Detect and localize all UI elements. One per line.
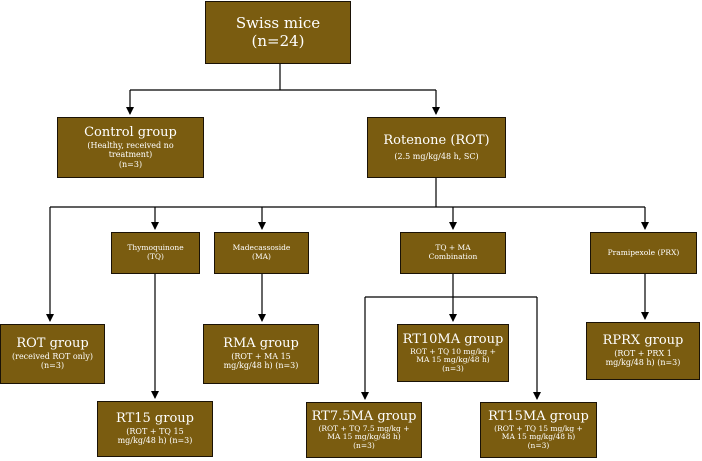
madeca-line-2: (MA) (252, 252, 271, 261)
rt15-desc-1: (ROT + TQ 15 (126, 427, 184, 437)
rt15-node: RT15 group (ROT + TQ 15 mg/kg/48 h) (n=3… (97, 401, 213, 457)
control-node: Control group (Healthy, received no trea… (57, 117, 204, 178)
rt15ma-count: (n=3) (527, 440, 550, 450)
thymo-line-1: Thymoquinone (127, 243, 184, 253)
prami-line-1: Pramipexole (PRX) (607, 247, 680, 257)
rprx-desc-2: mg/kg/48 h) (n=3) (605, 358, 681, 368)
rt10ma-node: RT10MA group ROT + TQ 10 mg/kg + MA 15 m… (397, 324, 509, 382)
rt15-title: RT15 group (116, 411, 194, 427)
rt10ma-desc-2: MA 15 mg/kg/48 h) (416, 355, 490, 365)
control-count: (n=3) (118, 159, 143, 169)
rotenone-desc: (2.5 mg/kg/48 h, SC) (394, 151, 479, 161)
rt75ma-desc-2: MA 15 mg/kg/48 h) (327, 432, 401, 442)
root-count: (n=24) (251, 31, 305, 50)
combo-line-2: Combination (428, 252, 478, 261)
rt15ma-title: RT15MA group (488, 408, 589, 424)
rt10ma-title: RT10MA group (402, 331, 504, 347)
control-desc-1: (Healthy, received no (87, 141, 174, 151)
rt75ma-node: RT7.5MA group (ROT + TQ 7.5 mg/kg + MA 1… (306, 402, 422, 458)
rotenone-title: Rotenone (ROT) (383, 132, 490, 148)
rt15ma-desc-1: (ROT + TQ 15 mg/kg + (494, 423, 583, 433)
rma-node: RMA group (ROT + MA 15 mg/kg/48 h) (n=3) (203, 324, 319, 384)
combo-line-1: TQ + MA (435, 243, 471, 253)
rot-group-desc: (received ROT only) (12, 352, 93, 362)
rotenone-node: Rotenone (ROT) (2.5 mg/kg/48 h, SC) (367, 117, 506, 178)
rma-title: RMA group (223, 336, 299, 352)
rot-group-node: ROT group (received ROT only) (n=3) (0, 324, 105, 384)
rot-group-count: (n=3) (40, 361, 65, 371)
rt75ma-title: RT7.5MA group (311, 408, 417, 424)
control-title: Control group (84, 125, 177, 141)
prami-node: Pramipexole (PRX) (590, 232, 697, 274)
rt75ma-count: (n=3) (353, 440, 375, 450)
rma-desc-2: mg/kg/48 h) (n=3) (223, 361, 299, 371)
madeca-node: Madecassoside (MA) (214, 232, 309, 274)
rt15ma-desc-2: MA 15 mg/kg/48 h) (501, 432, 576, 442)
combo-node: TQ + MA Combination (400, 232, 506, 274)
thymo-node: Thymoquinone (TQ) (111, 232, 200, 274)
thymo-line-2: (TQ) (146, 252, 164, 261)
rprx-desc-1: (ROT + PRX 1 (614, 349, 672, 359)
madeca-line-1: Madecassoside (232, 243, 291, 253)
rt15-desc-2: mg/kg/48 h) (n=3) (117, 436, 193, 446)
root-node: Swiss mice (n=24) (205, 1, 351, 64)
rt10ma-count: (n=3) (442, 363, 464, 373)
rot-group-title: ROT group (16, 336, 89, 352)
rt10ma-desc-1: ROT + TQ 10 mg/kg + (410, 346, 496, 356)
rprx-node: RPRX group (ROT + PRX 1 mg/kg/48 h) (n=3… (586, 322, 700, 380)
root-title: Swiss mice (235, 14, 321, 33)
rt75ma-desc-1: (ROT + TQ 7.5 mg/kg + (318, 423, 410, 433)
rprx-title: RPRX group (602, 333, 684, 349)
control-desc-2: treatment) (108, 150, 153, 160)
rma-desc-1: (ROT + MA 15 (231, 352, 291, 362)
rt15ma-node: RT15MA group (ROT + TQ 15 mg/kg + MA 15 … (480, 402, 597, 458)
